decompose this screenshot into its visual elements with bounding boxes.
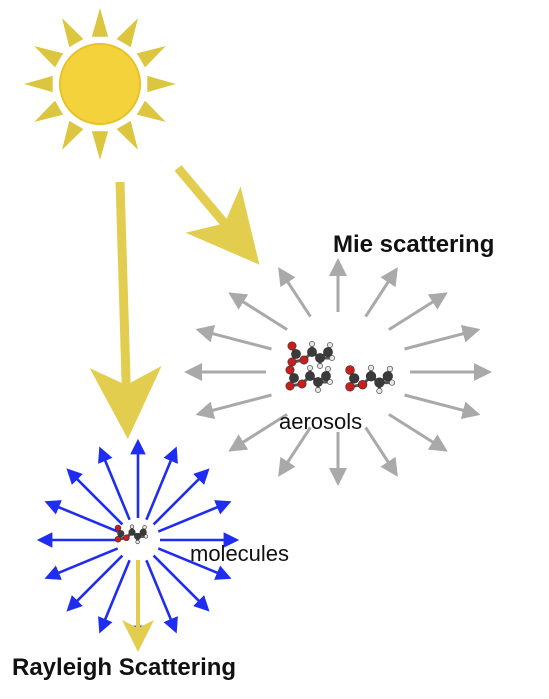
carbon-atom [134,532,142,540]
carbon-atom [289,373,299,383]
sunlight-arrow-to-aerosols [174,165,260,265]
mie-scatter-arrow [278,426,312,477]
rayleigh-scatter-arrow [152,554,210,612]
oxygen-atom [285,365,295,375]
aerosol-glow [275,328,415,412]
hydrogen-atom [129,524,135,529]
carbon-atom [349,373,360,384]
mie-scatter-arrow [404,325,481,351]
hydrogen-atom [386,365,393,372]
sun-ray [136,46,166,68]
rayleigh-scatter-arrow [145,559,178,634]
carbon-atom [139,528,147,536]
rayleigh-scatter-arrow [145,446,178,521]
hydrogen-atom [367,364,375,371]
mie-scatter-arrow [195,325,272,351]
oxygen-atom [297,379,307,389]
sun-ray [62,18,84,48]
oxygen-atom [345,365,355,375]
sun-ray [116,120,138,150]
sun-ray [34,100,64,122]
carbon-atom [323,347,333,357]
hydrogen-atom [376,387,383,395]
carbon-atom [365,371,377,382]
mie-scattering-arrows [184,258,492,486]
oxygen-atom [287,357,297,367]
rayleigh-scatter-arrow [98,446,131,521]
sun-disc [59,43,141,125]
rayleigh-scatter-arrow [44,500,119,533]
hydrogen-atom [307,365,313,371]
hydrogen-atom [317,363,323,369]
carbon-atom [291,349,301,359]
small-molecule-icon [114,524,149,545]
carbon-atom [313,377,323,387]
hydrogen-atom [143,534,149,539]
rayleigh-scatter-arrow [44,547,119,580]
rayleigh-scatter-arrow [157,547,232,580]
hydrogen-atom [142,525,147,530]
mie-scatter-arrow [364,426,398,477]
carbon-atom [374,377,385,388]
rayleigh-scatter-arrow [66,468,124,526]
rayleigh-scatter-arrow [98,559,131,634]
carbon-atom [321,371,331,381]
rayleigh-scatter-arrow [66,554,124,612]
mie-scatter-arrow [404,393,481,419]
mie-scatter-arrow [364,267,398,318]
rayleigh-scatter-arrow [152,468,210,526]
carbon-atom [128,528,136,536]
carbon-atom [117,530,125,538]
sun-ray [62,120,84,150]
oxygen-atom [114,524,122,532]
mie-scattering-title: Mie scattering [333,231,495,258]
mie-scatter-arrow [195,393,272,419]
rayleigh-scattering-title: Rayleigh Scattering [12,654,237,681]
hydrogen-atom [309,341,315,347]
aerosol-molecule-icon [275,328,415,412]
mie-scatter-arrow [388,413,448,452]
oxygen-atom [299,355,309,365]
oxygen-atom [357,379,368,390]
mie-scatter-arrow [278,267,312,318]
oxygen-atom [345,382,355,392]
hydrogen-atom [327,379,333,385]
sun-ray [116,18,138,48]
molecules-label: molecules [190,541,290,566]
carbon-atom [305,371,315,381]
sun-ray [91,8,109,37]
aerosols-label: aerosols [279,409,363,434]
carbon-atom [382,371,393,382]
hydrogen-atom [388,379,396,386]
oxygen-atom [123,534,130,542]
carbon-atom [307,347,317,357]
hydrogen-atom [327,342,333,348]
mie-scatter-arrow [228,413,288,452]
sun-ray [91,131,109,160]
sun-icon [24,8,176,160]
rayleigh-scatter-arrow [157,500,232,533]
oxygen-atom [114,535,122,543]
hydrogen-atom [329,355,335,361]
hydrogen-atom [315,387,321,393]
sun-ray [147,75,176,93]
sun-ray [34,46,64,68]
mie-scatter-arrow [388,292,448,331]
hydrogen-atom [135,539,140,545]
carbon-atom [315,353,325,363]
sun-ray [136,100,166,122]
mie-scatter-arrow [228,292,288,331]
hydrogen-atom [325,366,331,372]
sunlight-arrow-to-molecules [89,181,162,439]
oxygen-atom [285,381,295,391]
oxygen-atom [287,341,297,351]
rayleigh-scattering-arrows [36,438,240,652]
sun-ray [24,75,53,93]
